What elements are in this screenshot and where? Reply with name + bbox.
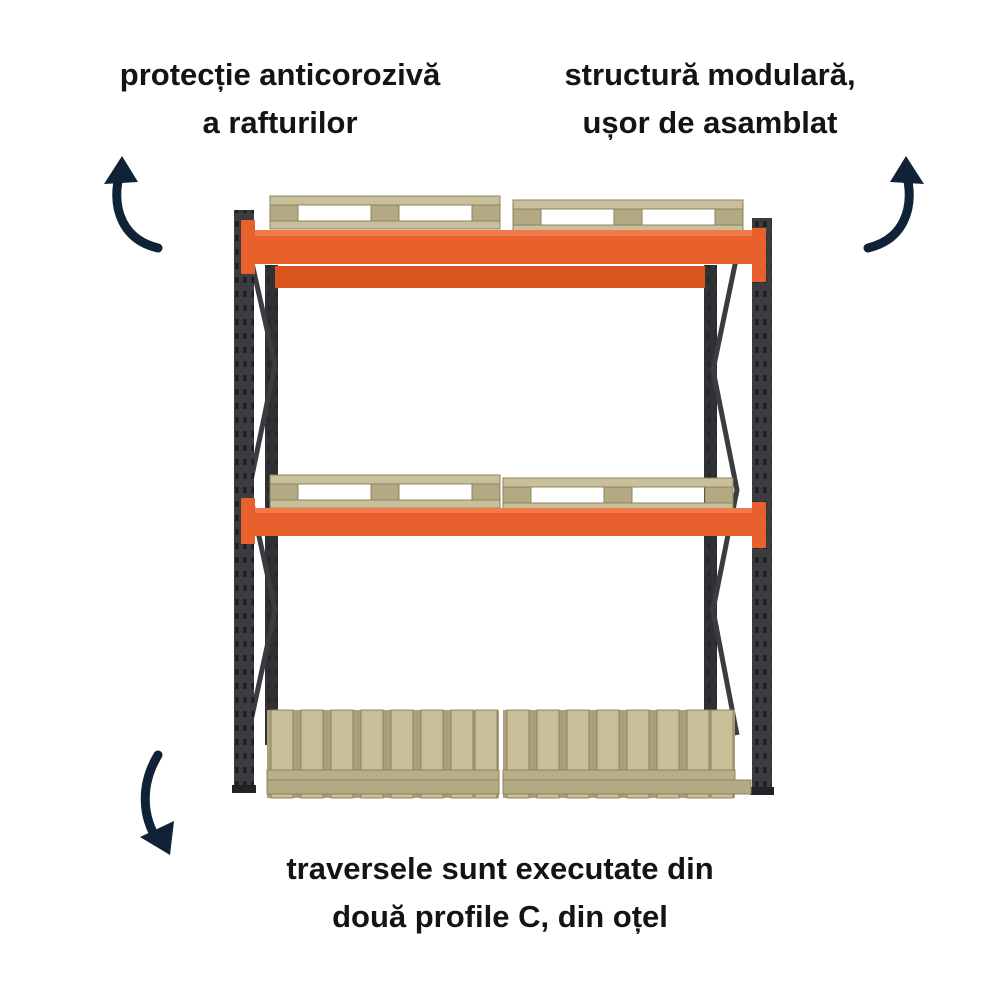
pallet-rack-illustration xyxy=(232,195,774,799)
caption-line: structură modulară, xyxy=(564,57,856,92)
caption-beams: traversele sunt executate din două profi… xyxy=(200,845,800,941)
curved-arrow-down-icon xyxy=(140,750,174,855)
curved-arrow-up-right-icon xyxy=(863,156,924,253)
caption-anticorrosion: protecție anticorozivă a rafturilor xyxy=(80,51,480,147)
caption-line: a rafturilor xyxy=(202,105,358,140)
caption-line: traversele sunt executate din xyxy=(286,851,714,886)
caption-line: protecție anticorozivă xyxy=(119,57,441,92)
curved-arrow-up-left-icon xyxy=(104,156,163,253)
caption-line: două profile C, din oțel xyxy=(332,899,668,934)
caption-modular: structură modulară, ușor de asamblat xyxy=(520,51,900,147)
caption-line: ușor de asamblat xyxy=(582,105,838,140)
